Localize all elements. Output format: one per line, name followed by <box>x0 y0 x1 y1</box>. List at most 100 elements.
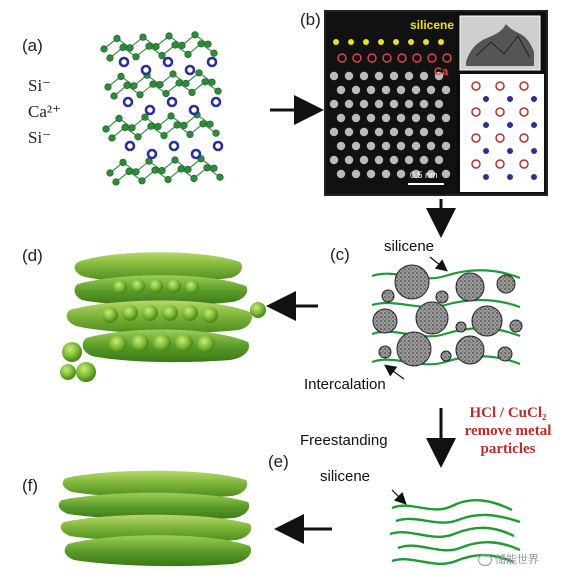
stem-lattice-spot <box>381 169 391 179</box>
stem-calcium-marker <box>397 53 407 63</box>
silicon-atom <box>156 80 164 89</box>
model-blue-atom <box>483 148 489 154</box>
stem-silicene-label: silicene <box>410 18 455 32</box>
stem-lattice-spot <box>344 155 354 165</box>
silicon-atom <box>134 133 142 141</box>
silicon-atom <box>169 70 177 78</box>
silicon-atom <box>186 130 194 138</box>
silicon-atom <box>108 134 116 142</box>
silicon-atom <box>201 78 209 86</box>
stem-lattice-spot <box>366 141 376 151</box>
silicon-atom <box>151 166 159 174</box>
model-blue-atom <box>483 174 489 180</box>
stem-lattice-spot <box>366 169 376 179</box>
calcium-atom <box>146 148 158 160</box>
calcium-atom <box>118 56 130 68</box>
stem-lattice-spot <box>411 85 421 95</box>
model-blue-atom <box>507 148 513 154</box>
silicon-atom <box>106 54 114 62</box>
label-si-bottom: Si⁻ <box>28 128 52 147</box>
silicon-atom <box>158 51 166 60</box>
stem-lattice-spot <box>419 71 429 81</box>
stem-lattice-spot <box>404 155 414 165</box>
silicon-atom <box>203 164 211 172</box>
calcium-atom <box>122 96 134 108</box>
silicon-atom <box>190 174 198 182</box>
stem-silicon-marker <box>363 39 369 45</box>
stem-lattice-spot <box>426 141 436 151</box>
silicon-atom <box>199 120 207 128</box>
stem-lattice-spot <box>411 141 421 151</box>
freestanding-line-2: silicene <box>320 468 371 485</box>
stem-image-panel: silicene Ca 0.5 nm <box>324 10 548 196</box>
silicon-atom <box>216 173 224 181</box>
silicon-atom <box>173 121 181 129</box>
stem-lattice-spot <box>404 71 414 81</box>
freestanding-line-1: Freestanding <box>300 432 388 449</box>
calcium-atom <box>124 140 136 152</box>
model-red-atom <box>519 81 529 91</box>
model-red-atom <box>495 107 505 117</box>
model-blue-atom <box>531 122 537 128</box>
silicon-atom <box>206 120 214 128</box>
model-red-atom <box>519 159 529 169</box>
stem-lattice-spot <box>374 155 384 165</box>
panel-label-f: (f) <box>22 476 39 495</box>
stem-lattice-spot <box>359 127 369 137</box>
calcium-atom <box>166 96 178 108</box>
stem-lattice-spot <box>441 141 451 151</box>
silicon-atom <box>115 114 123 122</box>
silicon-atom <box>119 43 127 52</box>
stem-lattice-spot <box>389 99 399 109</box>
panel-label-c: (c) <box>330 245 350 264</box>
stem-scale-label: 0.5 nm <box>410 170 438 180</box>
silicon-atom <box>178 41 186 50</box>
stem-lattice-spot <box>336 169 346 179</box>
stem-lattice-spot <box>441 169 451 179</box>
model-red-atom <box>471 159 481 169</box>
stem-lattice-spot <box>381 141 391 151</box>
stem-lattice-spot <box>441 85 451 95</box>
silicon-atom <box>125 167 133 175</box>
calcium-atom <box>212 140 224 152</box>
stem-lattice-spot <box>329 71 339 81</box>
silicon-atom <box>102 125 110 133</box>
stem-silicon-marker <box>333 39 339 45</box>
silicon-atom <box>132 53 140 61</box>
stem-lattice-spot <box>381 113 391 123</box>
silicon-atom <box>204 40 212 48</box>
silicon-atom <box>184 50 192 59</box>
model-red-atom <box>519 133 529 143</box>
stem-lattice-spot <box>351 169 361 179</box>
treatment-line-1: HCl / CuCl₂ <box>469 405 547 421</box>
stem-lattice-spot <box>426 169 436 179</box>
silicon-atom <box>145 42 153 50</box>
silicon-atom <box>210 164 218 172</box>
model-blue-atom <box>531 96 537 102</box>
stem-lattice-spot <box>336 113 346 123</box>
stem-lattice-spot <box>434 155 444 165</box>
calcium-atom <box>140 64 152 76</box>
stem-lattice-spot <box>329 155 339 165</box>
stem-calcium-marker <box>412 53 422 63</box>
label-si-top: Si⁻ <box>28 76 52 95</box>
silicon-atom <box>177 165 185 173</box>
cawsi2-structure <box>100 31 224 186</box>
silicon-atom <box>180 121 188 129</box>
silicon-atom <box>188 88 196 96</box>
stem-silicon-marker <box>423 39 429 45</box>
panel-label-a: (a) <box>22 36 43 55</box>
stem-lattice-spot <box>396 113 406 123</box>
model-blue-atom <box>507 174 513 180</box>
stem-silicon-marker <box>393 39 399 45</box>
calcium-atom <box>210 96 222 108</box>
panel-label-d: (d) <box>22 246 43 265</box>
treatment-line-2: remove metal <box>464 423 552 439</box>
model-red-atom <box>495 133 505 143</box>
stem-lattice-spot <box>366 113 376 123</box>
silicon-atom <box>121 123 129 131</box>
stem-lattice-spot <box>389 155 399 165</box>
stem-lattice-spot <box>404 127 414 137</box>
stem-lattice-spot <box>344 99 354 109</box>
stem-lattice-spot <box>359 155 369 165</box>
